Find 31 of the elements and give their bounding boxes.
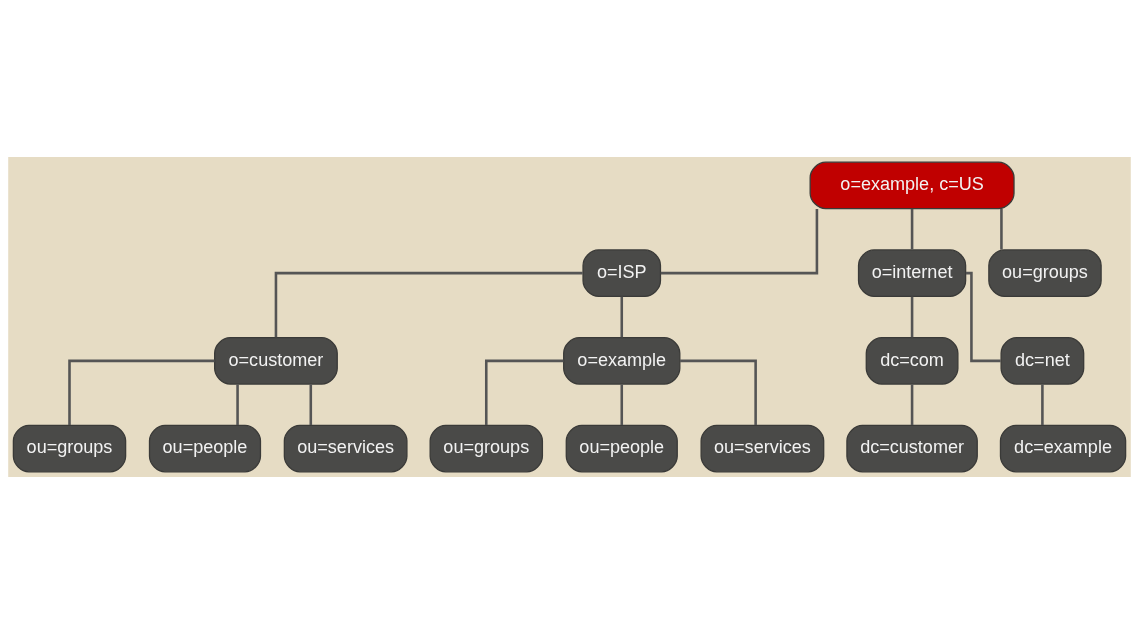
node-box: ou=groups (988, 248, 1102, 297)
connector (1000, 208, 1003, 250)
node-box: o=example, c=US (809, 161, 1015, 209)
node-box: dc=customer (846, 424, 978, 472)
node-box: o=customer (214, 336, 338, 385)
node-box: dc=example (999, 424, 1127, 472)
node-box: ou=services (700, 424, 825, 472)
connector (680, 359, 757, 425)
connector (309, 383, 313, 425)
node-box: o=example (563, 336, 681, 385)
node-box: dc=net (1000, 336, 1085, 385)
connector (68, 359, 215, 425)
connector (236, 383, 239, 425)
connector (620, 296, 624, 337)
node-box: ou=groups (429, 424, 544, 472)
node-box: ou=people (565, 424, 678, 472)
connector (910, 296, 914, 337)
node-box: o=internet (857, 248, 967, 297)
node-box: o=ISP (582, 248, 662, 297)
connector (620, 383, 624, 425)
connector (484, 359, 564, 425)
connector (1041, 383, 1044, 425)
node-box: dc=com (865, 336, 959, 385)
node-box: ou=services (283, 424, 408, 472)
connector (965, 271, 1001, 362)
connector (910, 208, 914, 250)
connector (660, 208, 819, 274)
connector (910, 383, 914, 425)
connector (274, 271, 583, 337)
node-box: ou=people (148, 424, 262, 472)
node-box: ou=groups (12, 424, 127, 472)
